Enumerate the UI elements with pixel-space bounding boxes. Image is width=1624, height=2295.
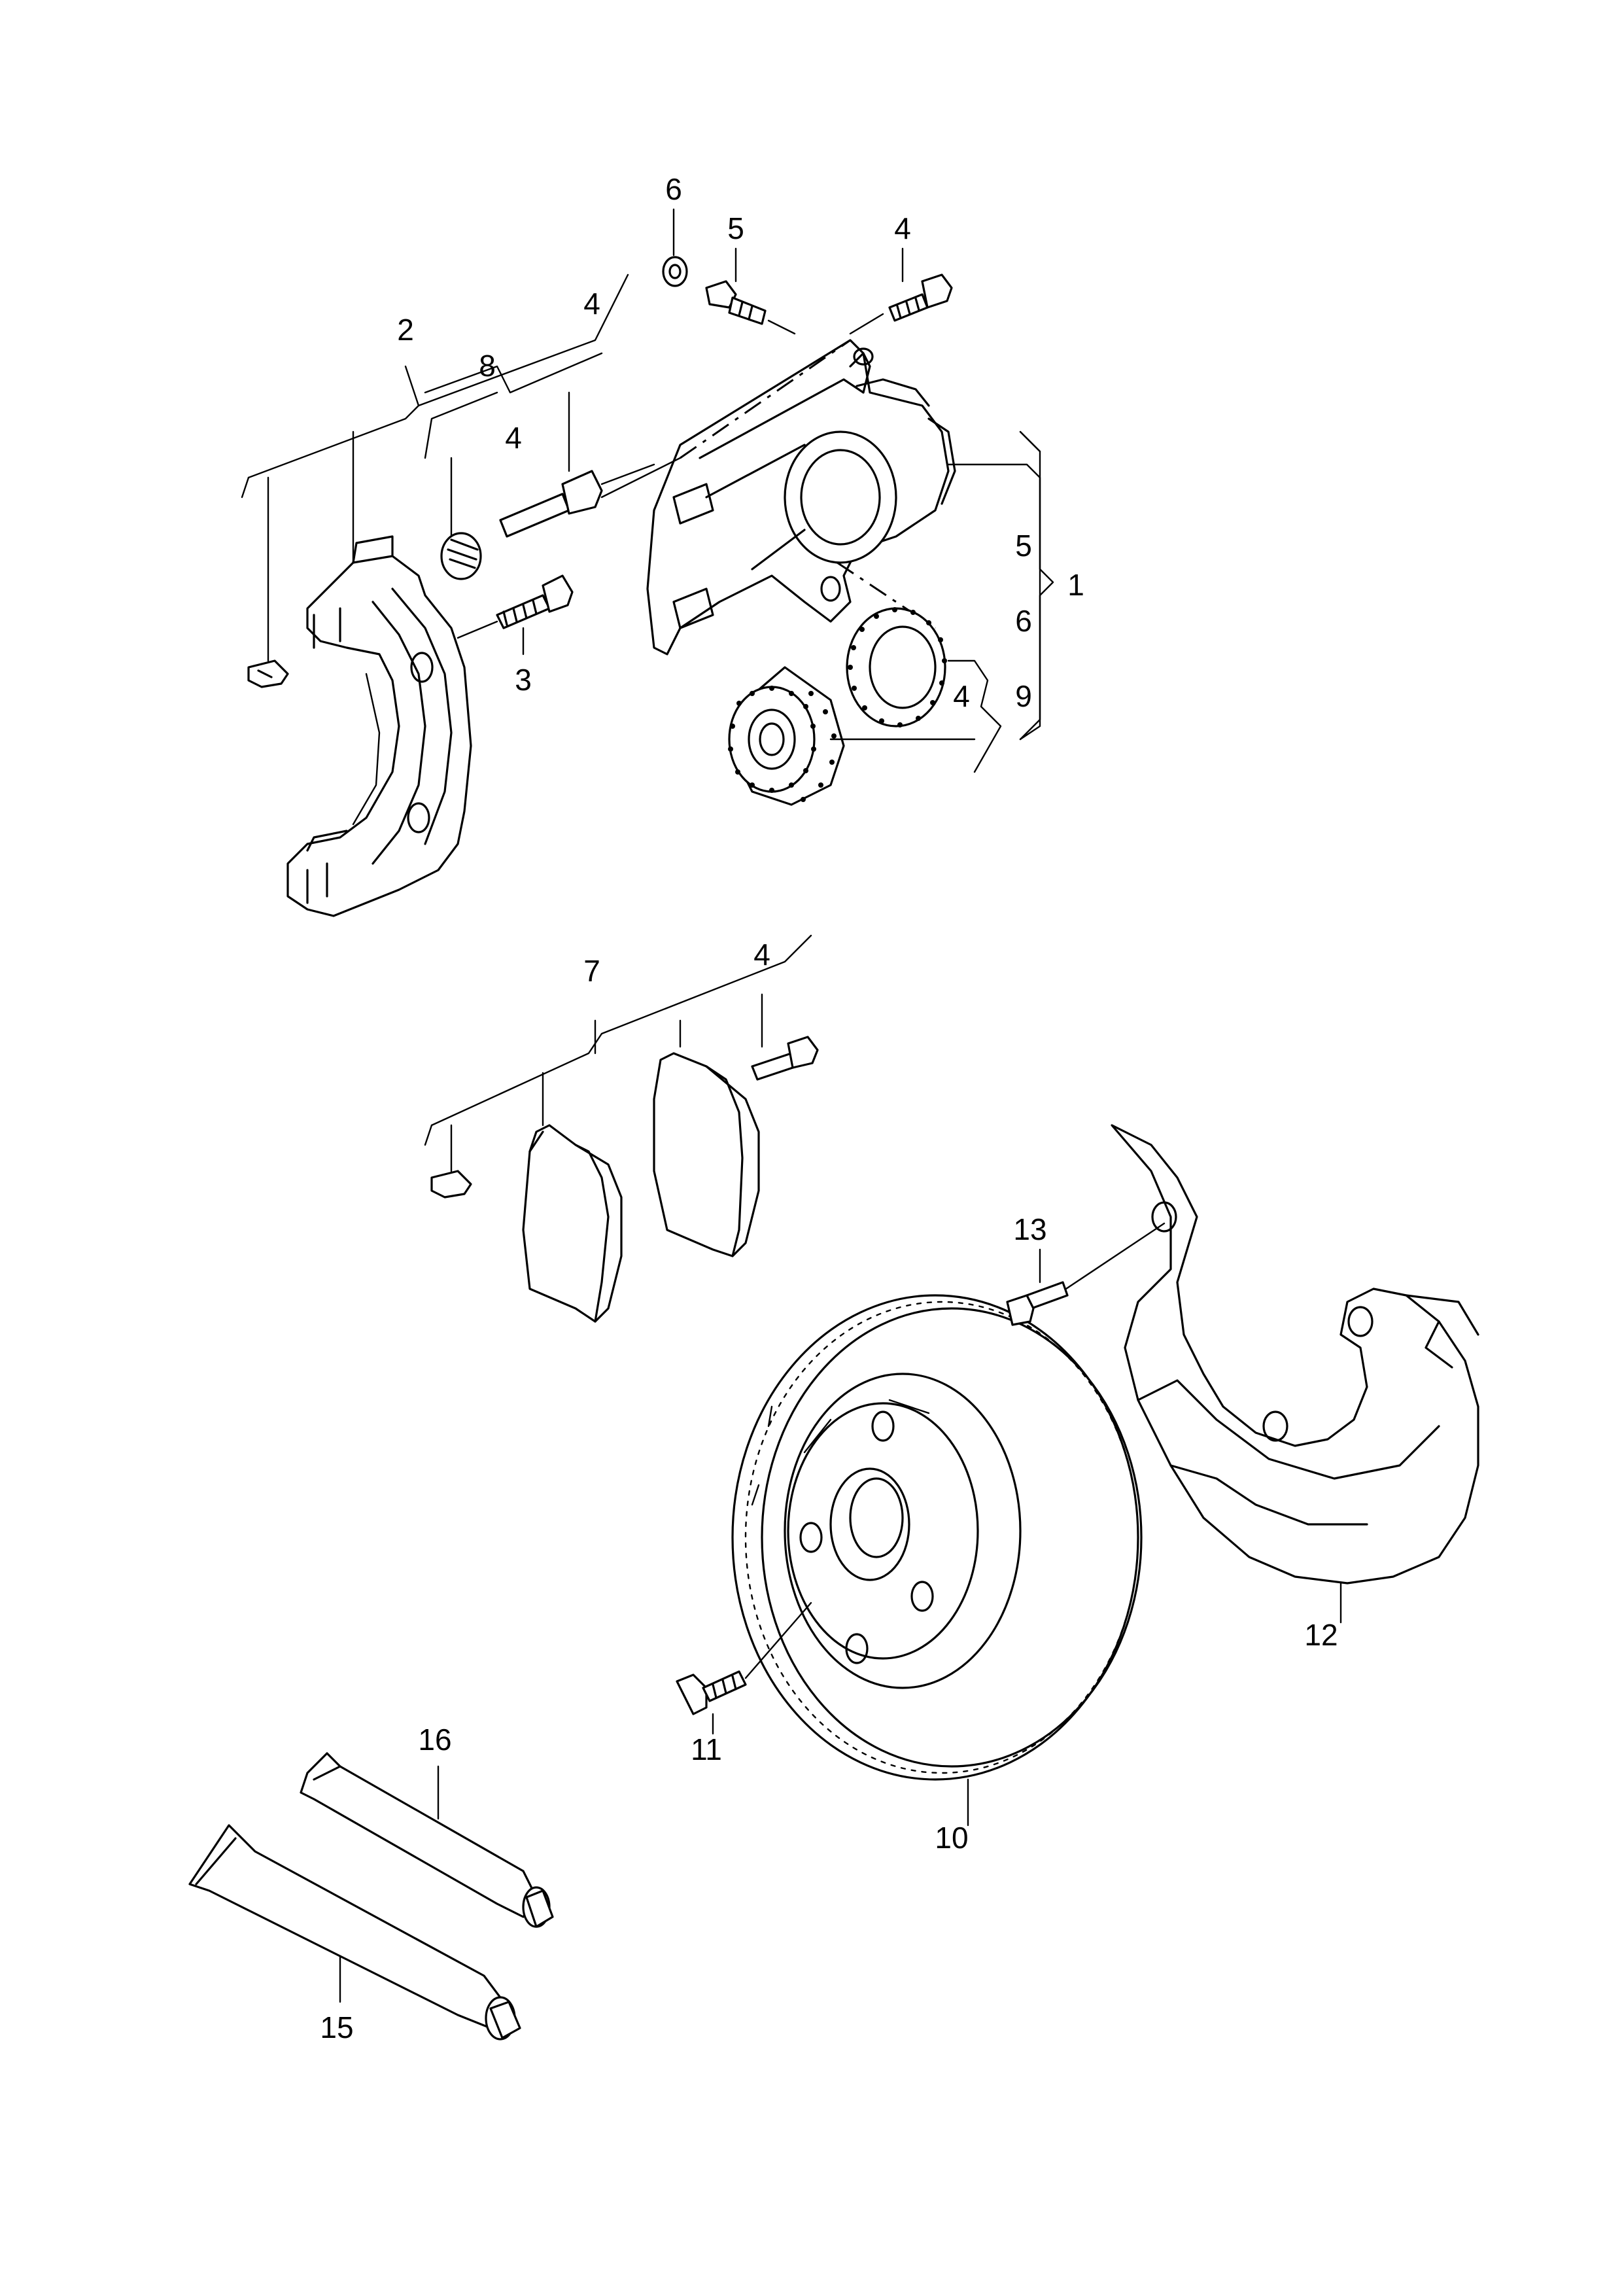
label-caliper-group-6: 6	[1015, 604, 1032, 638]
callout-brackets-pads	[424, 934, 812, 1172]
caliper-brace	[1019, 430, 1054, 741]
label-bolt-carrier: 3	[515, 663, 532, 697]
label-bleeder-valve: 5	[727, 211, 744, 245]
label-seal-group-4: 4	[953, 679, 970, 713]
label-disc-screw: 11	[691, 1732, 722, 1766]
label-bleeder-cap: 6	[665, 172, 682, 206]
brake-pad-outer	[653, 1052, 760, 1257]
label-bracket-group-4: 4	[583, 287, 600, 321]
bracket-bolt	[457, 574, 574, 639]
bleeder-cap	[662, 256, 688, 287]
callout-brackets-top	[241, 208, 1041, 773]
disc-screw	[676, 1602, 812, 1715]
top-bolt	[849, 273, 953, 335]
label-grease-tube-large: 15	[320, 2010, 353, 2044]
caliper-housing	[646, 339, 956, 656]
bracket-clip	[247, 659, 289, 688]
bleeder-valve	[705, 280, 796, 335]
label-pad-group-4: 4	[753, 937, 770, 972]
grease-tube-large	[188, 1824, 521, 2041]
pad-clip	[430, 1170, 472, 1199]
grease-tube-small	[300, 1752, 554, 1928]
label-splash-shield: 12	[1304, 1618, 1338, 1652]
callout-labels: 6 5 4 4 2 8 4 3 5 1 6 4 9 7 4 13 12 11 1…	[320, 172, 1338, 2044]
label-shield-bolt: 13	[1013, 1212, 1046, 1246]
label-brake-disc: 10	[935, 1821, 968, 1855]
piston	[728, 666, 845, 806]
label-carrier-bracket: 2	[397, 313, 414, 347]
label-caliper-group-5: 5	[1015, 529, 1032, 563]
pad-bolt	[751, 1036, 819, 1081]
label-caliper-assembly: 1	[1067, 568, 1084, 602]
shield-bolt	[1006, 1222, 1166, 1326]
label-pin-group-4: 4	[505, 421, 522, 455]
label-seal-kit: 9	[1015, 679, 1032, 713]
label-grease-tube-small: 16	[418, 1723, 451, 1757]
label-guide-pin-kit: 8	[479, 349, 496, 383]
splash-shield	[1111, 1124, 1479, 1585]
carrier-bracket	[286, 535, 472, 917]
brake-disc	[731, 1294, 1143, 1781]
guide-sleeve	[440, 532, 482, 580]
seal-ring	[846, 607, 947, 727]
label-brake-pad-set: 7	[583, 954, 600, 988]
guide-pin	[499, 463, 655, 538]
brake-pad-inner	[522, 1124, 623, 1323]
label-top-bolt: 4	[894, 211, 911, 245]
